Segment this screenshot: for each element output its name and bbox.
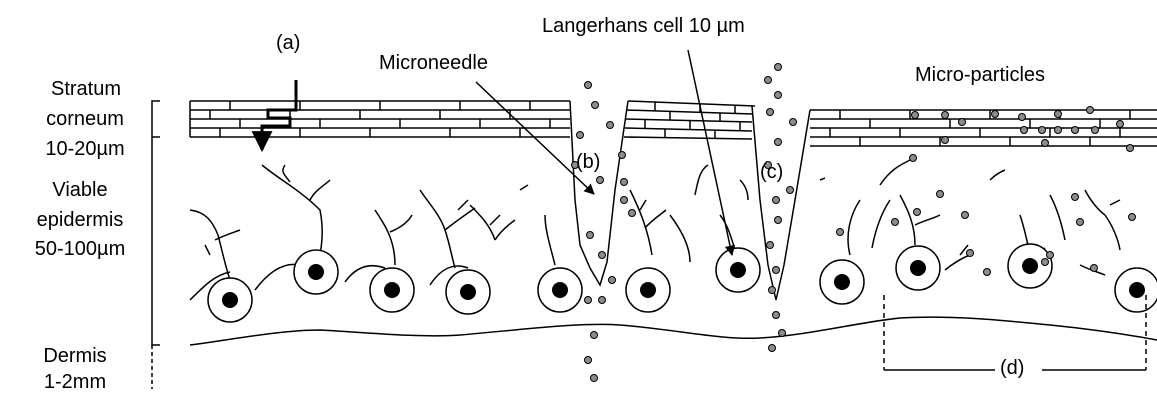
- langerhans-label: Langerhans cell 10 µm: [542, 16, 745, 36]
- dermis-label-2: 1-2mm: [25, 372, 125, 392]
- langerhans-arrow: [688, 50, 732, 255]
- stratum-corneum-right: [810, 110, 1157, 146]
- stratum-corneum-middle: [624, 101, 755, 139]
- stratum-corneum-left: [190, 101, 570, 137]
- label-d: (d): [1000, 358, 1024, 378]
- dermis-boundary: [190, 317, 1157, 345]
- viable-epidermis-label-2: epidermis: [20, 210, 140, 230]
- annotation-arrows: [476, 50, 732, 255]
- viable-epidermis-label-1: Viable: [25, 180, 135, 200]
- label-b: (b): [576, 152, 600, 172]
- viable-epidermis-label-3: 50-100µm: [10, 239, 150, 259]
- dermis-label-1: Dermis: [25, 346, 125, 366]
- microneedle-label: Microneedle: [379, 53, 488, 73]
- label-a: (a): [276, 33, 300, 53]
- cell-nuclei: [222, 258, 1145, 308]
- path-a: [262, 80, 296, 150]
- stratum-corneum-label-3: 10-20µm: [25, 139, 145, 159]
- layer-brackets: [152, 101, 160, 389]
- label-c: (c): [760, 162, 783, 182]
- stratum-corneum-label-2: corneum: [25, 109, 145, 129]
- epidermal-cells: [208, 244, 1157, 322]
- microneedle-arrow: [476, 82, 594, 194]
- microparticles-label: Micro-particles: [915, 65, 1045, 85]
- stratum-corneum-label-1: Stratum: [36, 79, 136, 99]
